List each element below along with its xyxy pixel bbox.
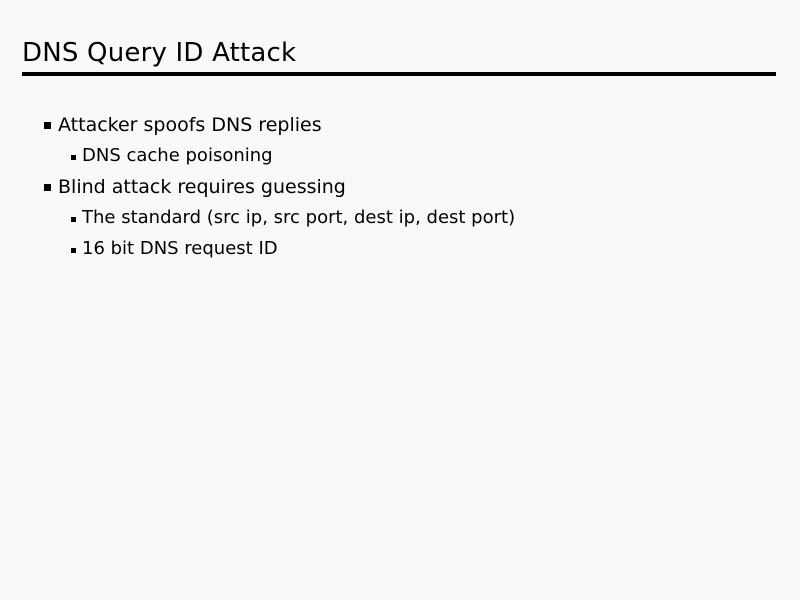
list-item-label: DNS cache poisoning — [82, 145, 273, 166]
square-bullet-icon — [44, 122, 51, 129]
list-item-label: 16 bit DNS request ID — [82, 238, 278, 259]
list-item: The standard (src ip, src port, dest ip,… — [0, 205, 800, 236]
title-divider — [22, 72, 776, 76]
list-item: DNS cache poisoning — [0, 143, 800, 174]
list-item-label: Attacker spoofs DNS replies — [58, 114, 322, 136]
square-bullet-icon — [44, 184, 51, 191]
square-bullet-icon — [71, 155, 76, 160]
list-item-label: The standard (src ip, src port, dest ip,… — [82, 207, 516, 228]
list-item: Attacker spoofs DNS replies — [0, 112, 800, 143]
page-title: DNS Query ID Attack — [22, 38, 297, 68]
title-block: DNS Query ID Attack — [22, 36, 778, 70]
list-item: 16 bit DNS request ID — [0, 236, 800, 267]
list-item-label: Blind attack requires guessing — [58, 176, 346, 198]
list-item: Blind attack requires guessing — [0, 174, 800, 205]
square-bullet-icon — [71, 248, 76, 253]
square-bullet-icon — [71, 217, 76, 222]
